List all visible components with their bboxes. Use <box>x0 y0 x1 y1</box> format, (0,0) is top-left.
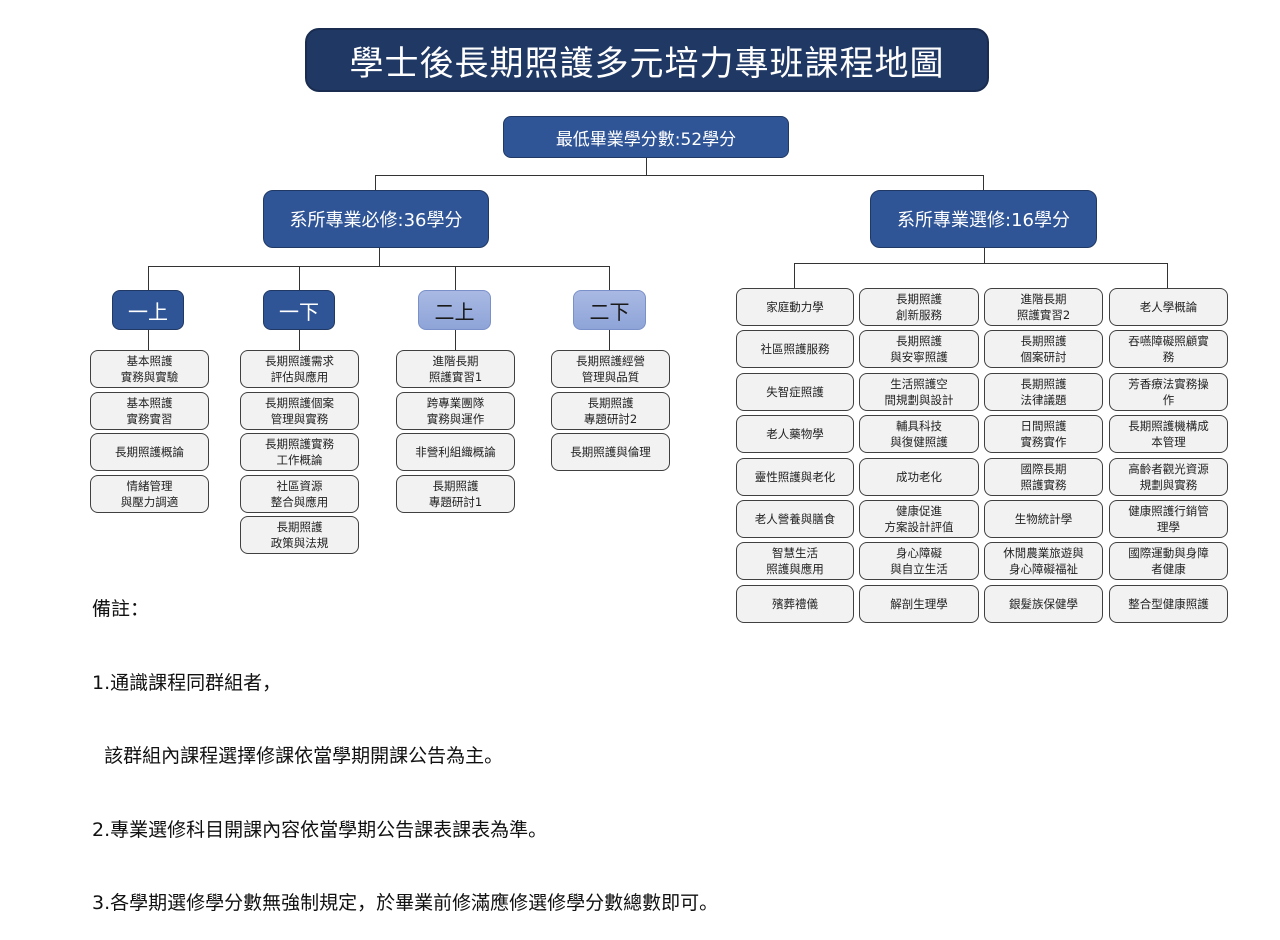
elective-course: 家庭動力學 <box>736 288 854 326</box>
required-course: 社區資源 整合與應用 <box>240 474 359 513</box>
required-course: 情緒管理 與壓力調適 <box>90 474 209 513</box>
required-course: 長期照護需求 評估與應用 <box>240 350 359 388</box>
elective-course: 智慧生活 照護與應用 <box>736 542 854 581</box>
semester-header: 二上 <box>418 290 491 330</box>
connector <box>375 175 376 190</box>
note-line: 2.專業選修科目開課內容依當學期公告課表課表為準。 <box>92 818 548 841</box>
required-course: 長期照護 專題研討2 <box>551 391 670 430</box>
elective-course: 健康照護行銷管 理學 <box>1109 500 1228 538</box>
required-course: 長期照護與倫理 <box>551 433 670 471</box>
required-course: 長期照護 政策與法規 <box>240 516 359 554</box>
connector <box>299 329 300 350</box>
elective-course: 日間照護 實務實作 <box>984 415 1103 454</box>
min-credits-box: 最低畢業學分數:52學分 <box>503 116 789 158</box>
semester-header: 一上 <box>112 290 184 330</box>
connector <box>299 266 300 290</box>
connector <box>148 266 149 290</box>
elective-course: 社區照護服務 <box>736 330 854 369</box>
required-course: 長期照護實務 工作概論 <box>240 433 359 471</box>
elective-course: 老人藥物學 <box>736 415 854 454</box>
required-course: 長期照護概論 <box>90 433 209 471</box>
elective-course: 長期照護機構成 本管理 <box>1109 415 1228 454</box>
elective-course: 銀髮族保健學 <box>984 584 1103 623</box>
elective-course: 生活照護空 間規劃與設計 <box>859 372 979 411</box>
elective-course: 長期照護 法律議題 <box>984 372 1103 411</box>
note-line: 3.各學期選修學分數無強制規定，於畢業前修滿應修選修學分數總數即可。 <box>92 892 719 914</box>
connector <box>455 266 456 290</box>
connector <box>379 247 380 266</box>
required-course: 長期照護 專題研討1 <box>396 474 515 513</box>
elective-course: 生物統計學 <box>984 500 1103 538</box>
required-course: 長期照護個案 管理與實務 <box>240 391 359 430</box>
elective-course: 長期照護 個案研討 <box>984 330 1103 369</box>
elective-course: 健康促進 方案設計評值 <box>859 500 979 538</box>
elective-course: 解剖生理學 <box>859 584 979 623</box>
connector <box>794 263 1168 264</box>
connector <box>609 266 610 290</box>
connector <box>1167 263 1168 288</box>
elective-course: 芳香療法實務操 作 <box>1109 372 1228 411</box>
elective-course: 失智症照護 <box>736 372 854 411</box>
connector <box>148 266 610 267</box>
elective-course: 成功老化 <box>859 457 979 496</box>
connector <box>455 329 456 350</box>
elective-course: 進階長期 照護實習2 <box>984 288 1103 326</box>
elective-course: 吞嚥障礙照顧實 務 <box>1109 330 1228 369</box>
connector <box>984 248 985 263</box>
required-credits-box: 系所專業必修:36學分 <box>263 190 489 248</box>
elective-credits-box: 系所專業選修:16學分 <box>870 190 1097 248</box>
required-course: 進階長期 照護實習1 <box>396 350 515 388</box>
elective-course: 國際運動與身障 者健康 <box>1109 542 1228 581</box>
elective-course: 殯葬禮儀 <box>736 584 854 623</box>
elective-course: 國際長期 照護實務 <box>984 457 1103 496</box>
elective-course: 輔具科技 與復健照護 <box>859 415 979 454</box>
elective-course: 老人學概論 <box>1109 288 1228 326</box>
notes-heading: 備註： <box>92 598 150 620</box>
elective-course: 身心障礙 與自立生活 <box>859 542 979 581</box>
connector <box>375 175 984 176</box>
semester-header: 二下 <box>573 290 646 330</box>
connector <box>983 175 984 190</box>
page-title: 學士後長期照護多元培力專班課程地圖 <box>305 28 989 92</box>
elective-course: 長期照護 與安寧照護 <box>859 330 979 369</box>
elective-course: 高齡者觀光資源 規劃與實務 <box>1109 457 1228 496</box>
semester-header: 一下 <box>263 290 335 330</box>
connector <box>794 263 795 288</box>
required-course: 跨專業團隊 實務與運作 <box>396 391 515 430</box>
required-course: 基本照護 實務與實驗 <box>90 350 209 388</box>
required-course: 長期照護經營 管理與品質 <box>551 350 670 388</box>
connector <box>148 329 149 350</box>
elective-course: 靈性照護與老化 <box>736 457 854 496</box>
elective-course: 老人營養與膳食 <box>736 500 854 538</box>
required-course: 非營利組織概論 <box>396 433 515 471</box>
notes: 備註： 1.通識課程同群組者， 該群組內課程選擇修課依當學期開課公告為主。 2.… <box>92 548 718 940</box>
required-course: 基本照護 實務實習 <box>90 391 209 430</box>
connector <box>646 157 647 175</box>
elective-course: 休閒農業旅遊與 身心障礙福祉 <box>984 542 1103 581</box>
note-line: 1.通識課程同群組者， <box>92 671 282 694</box>
elective-course: 整合型健康照護 <box>1109 584 1228 623</box>
note-line: 該群組內課程選擇修課依當學期開課公告為主。 <box>92 745 504 767</box>
connector <box>609 329 610 350</box>
elective-course: 長期照護 創新服務 <box>859 288 979 326</box>
